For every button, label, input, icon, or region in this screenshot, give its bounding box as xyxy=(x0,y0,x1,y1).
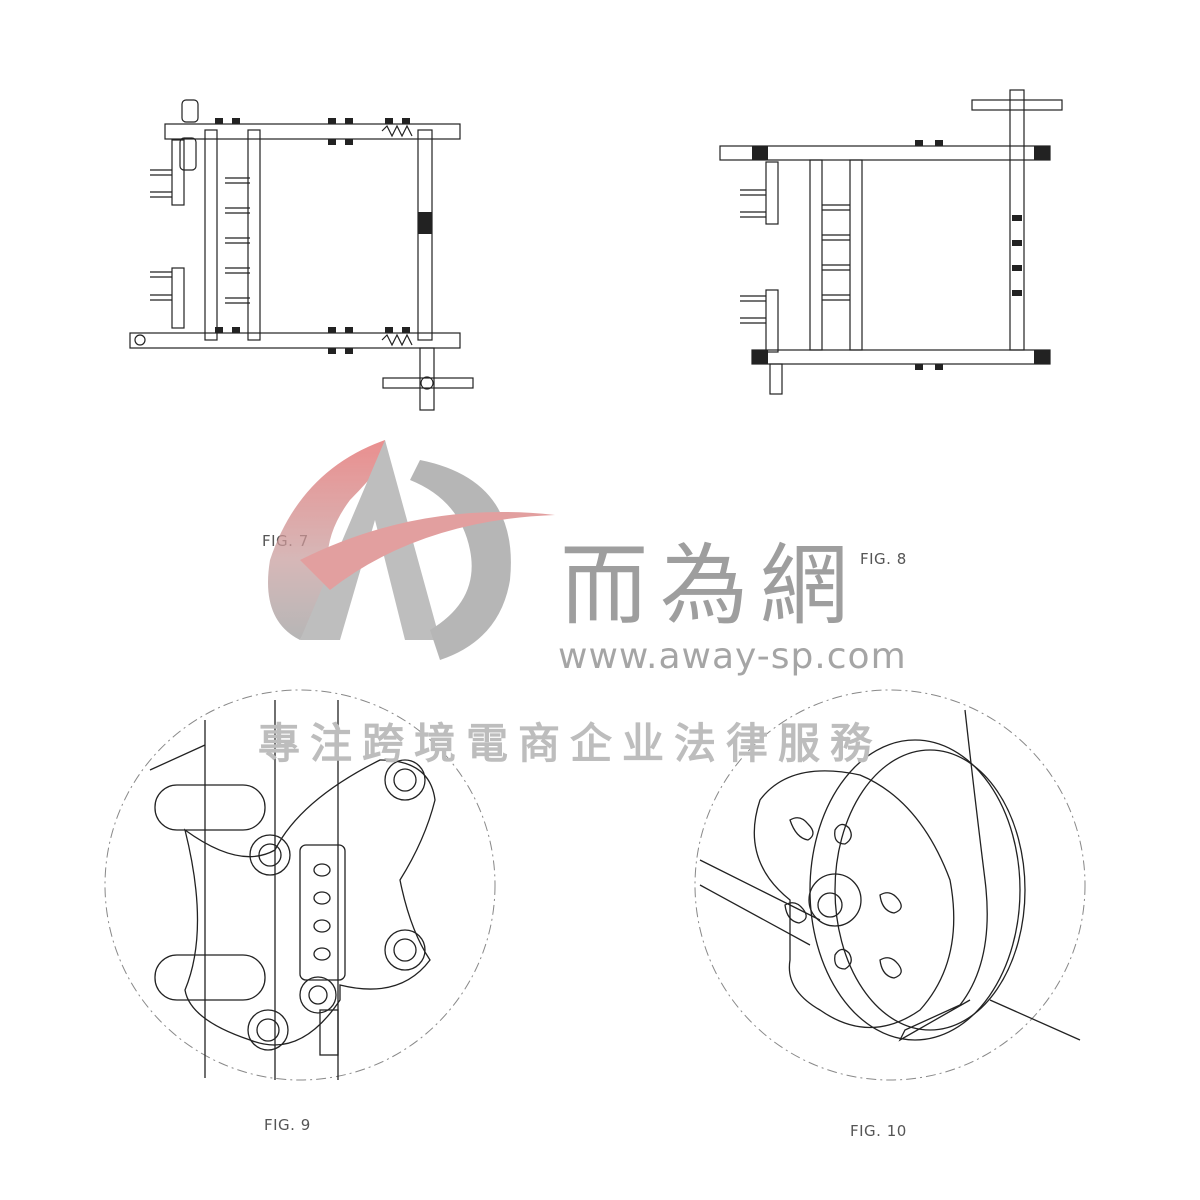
fig8-top-t-bar xyxy=(971,99,1063,111)
fig10-slot-holes xyxy=(784,817,902,979)
fig7-bottom-rail xyxy=(129,332,461,349)
fig8-inner-upright xyxy=(849,159,863,351)
fig10-label: FIG. 10 xyxy=(850,1122,907,1140)
fig9-pin xyxy=(319,1009,339,1056)
fig7-bolts xyxy=(215,118,432,354)
fig8-foot xyxy=(769,363,783,395)
fig8-left-post-upper xyxy=(765,161,779,225)
fig9-label: FIG. 9 xyxy=(264,1116,311,1134)
watermark-url: www.away-sp.com xyxy=(558,636,907,677)
fig10-pulley-wheel xyxy=(809,739,1021,1041)
fig8-right-upright xyxy=(1009,89,1025,351)
fig7-spring-top xyxy=(381,124,413,138)
fig9-roller-top xyxy=(154,784,266,831)
fig9-pin-holes xyxy=(313,863,331,961)
fig7-handle-top xyxy=(181,99,199,123)
fig10-center-nut xyxy=(808,873,862,927)
fig8-left-post-lower xyxy=(765,289,779,353)
fig9-detail-circle xyxy=(104,689,496,1081)
watermark-slogan: 專注跨境電商企业法律服務 xyxy=(258,719,883,768)
fig7-spring-bottom xyxy=(381,333,413,347)
fig7-left-upright xyxy=(204,129,218,341)
fig8-ladder-rungs xyxy=(822,204,850,301)
fig7-left-post-lower xyxy=(171,267,185,329)
fig7-t-post xyxy=(419,347,435,411)
fig8-left-upright xyxy=(809,159,823,351)
fig9-bolts xyxy=(247,759,426,1051)
fig7-ladder-rungs xyxy=(225,177,250,304)
fig7-left-post xyxy=(171,139,185,206)
fig8-label: FIG. 8 xyxy=(860,550,907,568)
fig10-detail-circle xyxy=(694,689,1086,1081)
fig10-cable xyxy=(898,709,988,1042)
fig8-end-caps xyxy=(752,140,1050,370)
fig9-pin-plate xyxy=(299,844,346,981)
fig7-t-bar xyxy=(382,377,474,389)
fig9-roller-bottom xyxy=(154,954,266,1001)
fig7-right-upright xyxy=(417,129,433,341)
fig7-inner-upright xyxy=(247,129,261,341)
fig7-top-rail xyxy=(164,123,461,140)
fig9-bracket-plate xyxy=(183,759,436,1046)
fig10-mount-plate xyxy=(753,770,955,1029)
watermark-brand: 而為網 xyxy=(560,534,861,637)
